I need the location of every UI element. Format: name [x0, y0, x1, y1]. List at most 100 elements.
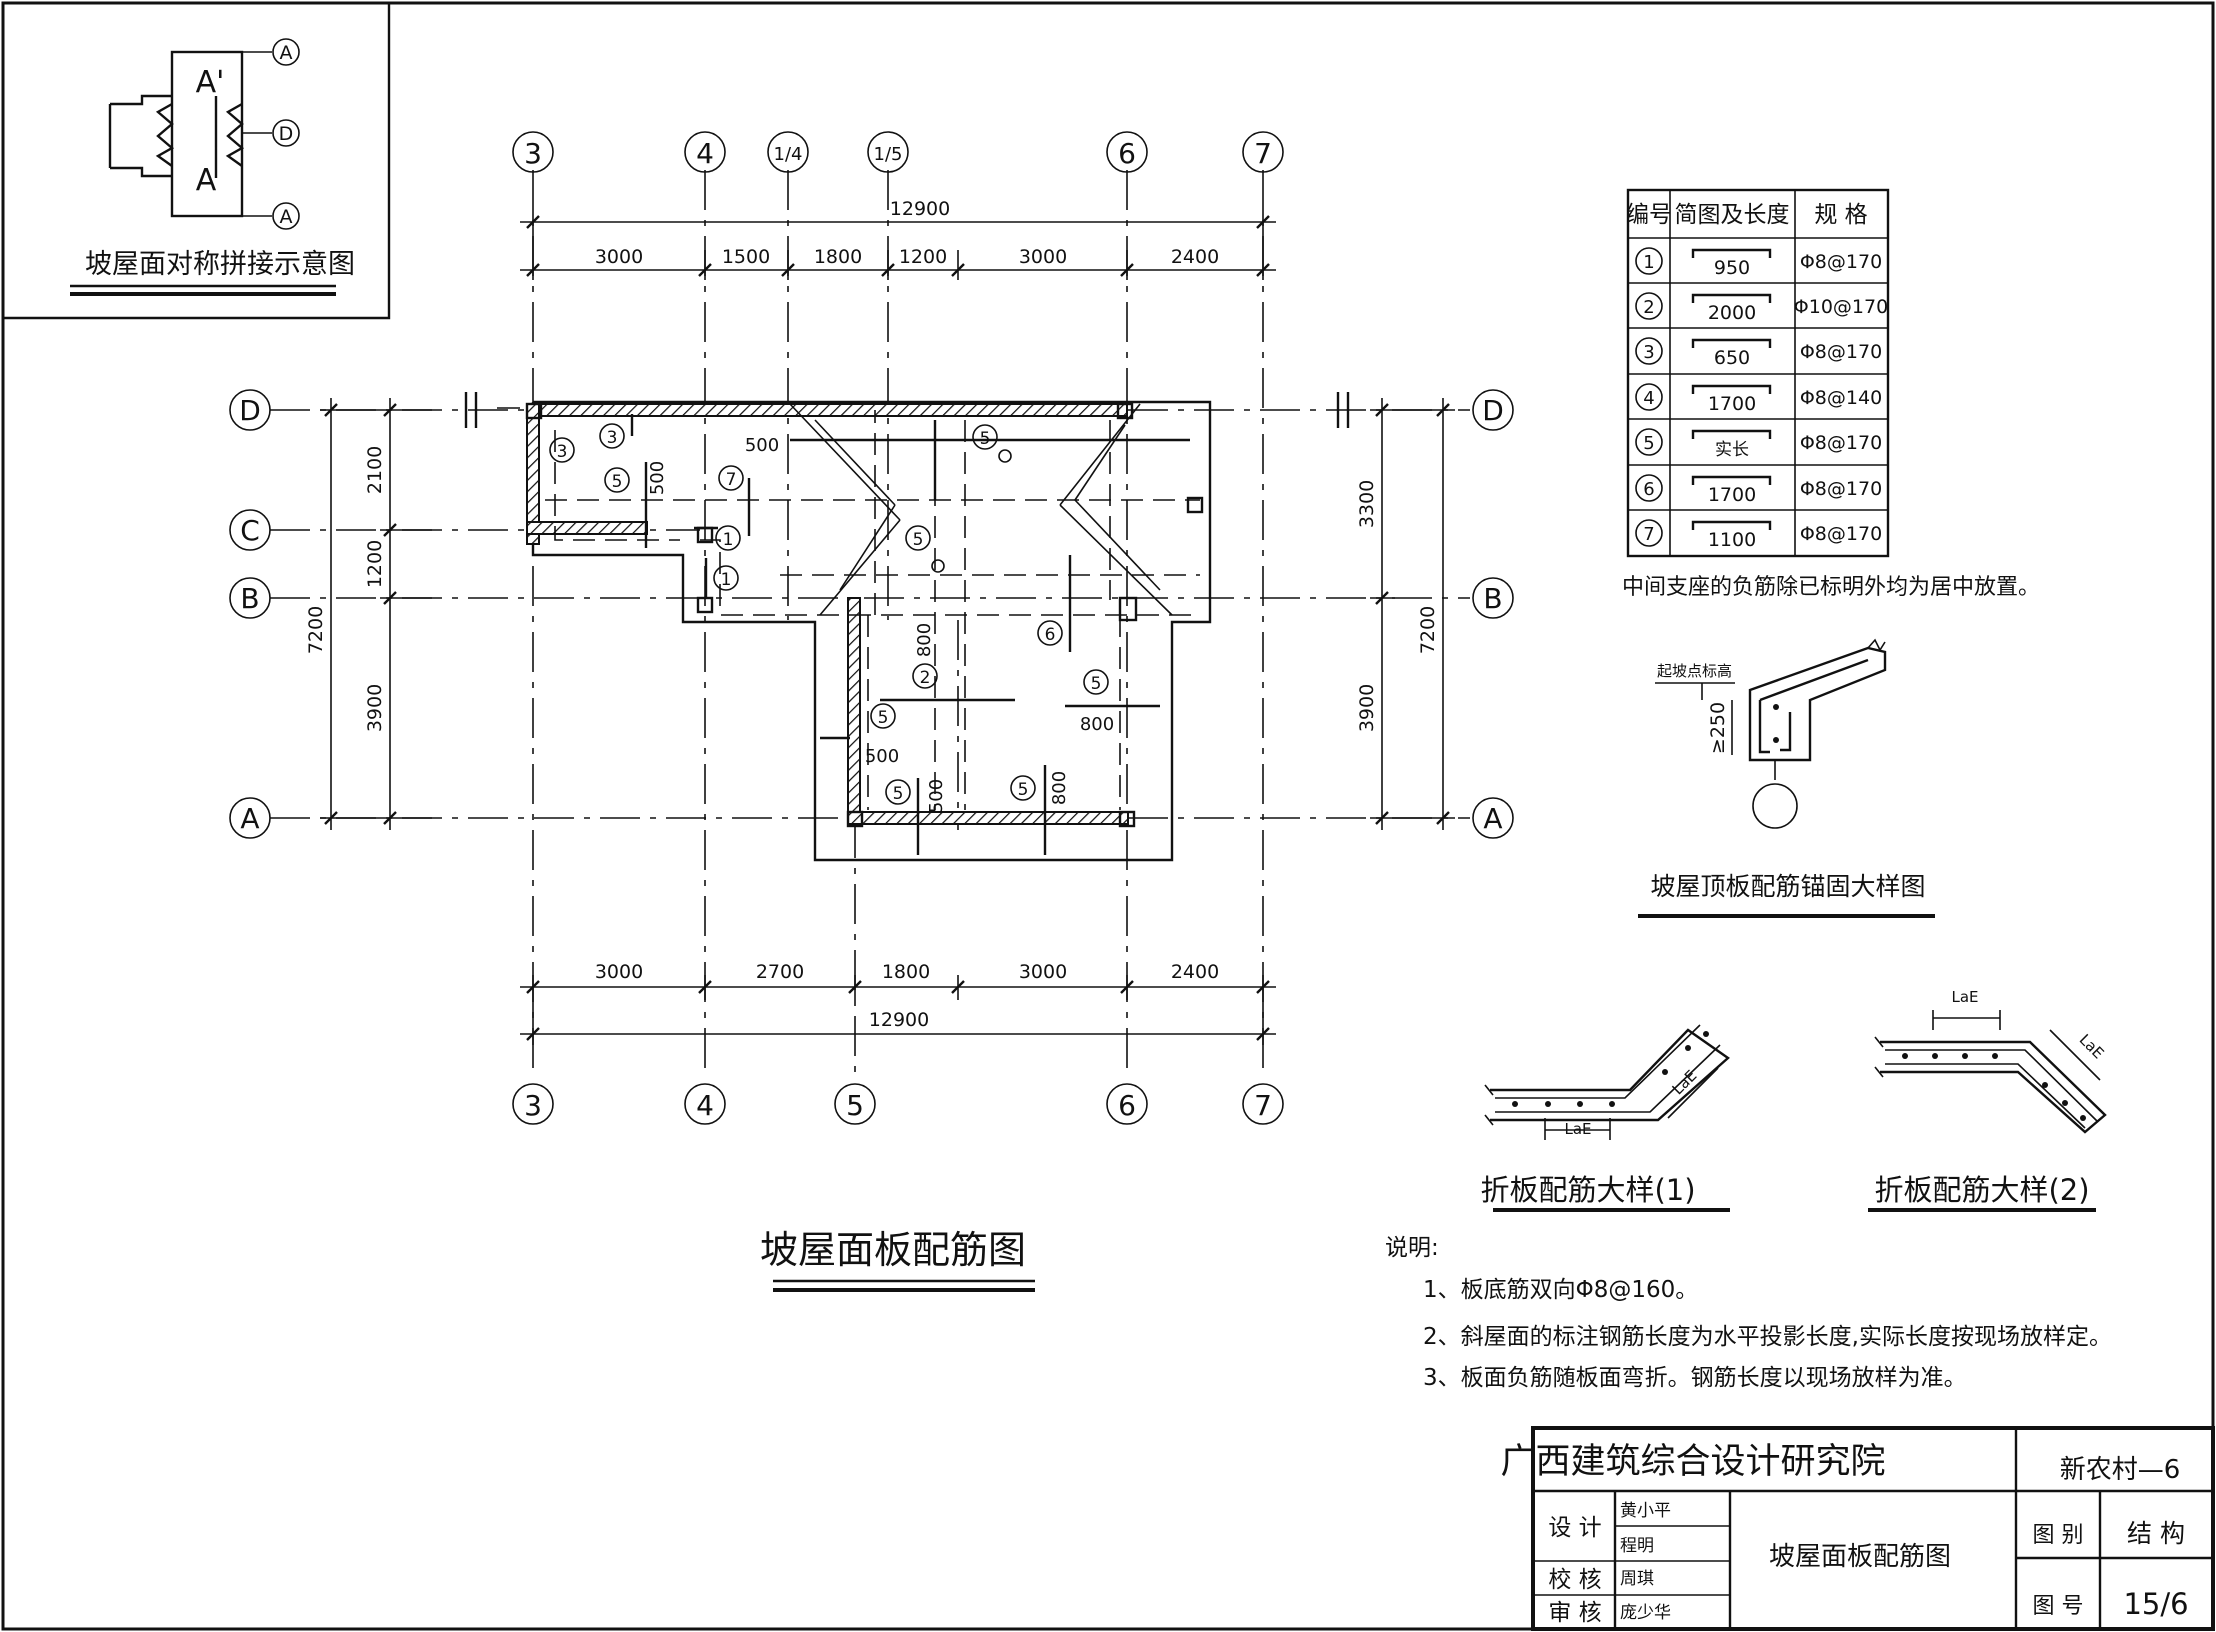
inset-zone-label: A' [196, 65, 225, 100]
note-item: 3、板面负筋随板面弯折。钢筋长度以现场放样为准。 [1423, 1365, 1967, 1391]
rebar-spec: Φ8@170 [1800, 432, 1882, 454]
role-label: 校 核 [1548, 1567, 1601, 1593]
anchor-dim: ≥250 [1707, 702, 1729, 754]
dimensions-top: 12900 3000 1500 1800 1200 3000 2400 [520, 198, 1276, 280]
axis-label: 1/4 [774, 144, 803, 165]
dim-segment: 1500 [722, 246, 770, 268]
svg-text:1: 1 [1643, 252, 1654, 273]
anchor-title: 坡屋顶板配筋锚固大样图 [1650, 872, 1925, 901]
rebar-id-label: 5 [878, 708, 889, 728]
category-value: 结 构 [2127, 1519, 2185, 1548]
inset-title: 坡屋面对称拼接示意图 [85, 249, 355, 280]
length-label: 500 [647, 461, 668, 495]
plan-length-labels: 500 500 800 800 500 500 800 [647, 435, 1114, 813]
dim-segment: 3900 [1356, 684, 1378, 732]
rebar-length: 1100 [1708, 529, 1756, 551]
dim-segment: 3000 [595, 246, 643, 268]
dim-segment: 1800 [814, 246, 862, 268]
note-item: 1、板底筋双向Φ8@160。 [1423, 1277, 1698, 1303]
grid-axes-right: D B A [1472, 389, 1514, 839]
rebar-spec: Φ8@140 [1800, 387, 1882, 409]
dim-segment: 3300 [1356, 480, 1378, 528]
axis-label: 6 [1118, 137, 1136, 170]
rebar-spec: Φ10@170 [1794, 296, 1888, 318]
note-item: 2、斜屋面的标注钢筋长度为水平投影长度,实际长度按现场放样定。 [1423, 1324, 2112, 1350]
length-label: 500 [926, 779, 947, 813]
table-row: 6 1700 Φ8@170 [1635, 474, 1882, 506]
dim-segment: 3900 [364, 684, 386, 732]
number-value: 15/6 [2123, 1587, 2188, 1621]
fold-title: 折板配筋大样(2) [1874, 1173, 2089, 1207]
svg-text:7: 7 [1643, 524, 1654, 545]
project-name: 新农村—6 [2060, 1455, 2181, 1485]
table-row: 2 2000 Φ10@170 [1635, 292, 1888, 324]
person-name: 黄小平 [1620, 1501, 1671, 1521]
dim-segment: 2700 [756, 961, 804, 983]
notes-heading: 说明: [1385, 1235, 1439, 1261]
rebar-id-label: 3 [557, 442, 568, 462]
dim-total: 12900 [869, 1009, 929, 1031]
dim-segment: 2400 [1171, 961, 1219, 983]
rebar-id-label: 5 [1091, 674, 1102, 694]
lae-label: LaE [1564, 1120, 1591, 1138]
title-block: 广西建筑综合设计研究院 新农村—6 设 计 黄小平 程明 校 核 周琪 审 核 … [1500, 1426, 2215, 1631]
svg-text:2: 2 [1643, 297, 1654, 318]
axis-label: D [1482, 394, 1504, 427]
svg-text:3: 3 [1643, 342, 1654, 363]
axis-label: 7 [1254, 137, 1272, 170]
dim-total: 12900 [890, 198, 950, 220]
rebar-length: 950 [1714, 257, 1750, 279]
table-row: 5 实长 Φ8@170 [1635, 428, 1882, 460]
dimensions-left: 7200 2100 1200 3900 [305, 398, 432, 830]
institute-name: 广西建筑综合设计研究院 [1500, 1442, 1885, 1482]
dim-total: 7200 [305, 606, 327, 654]
rebar-id-label: 5 [913, 530, 924, 550]
rebar-length: 实长 [1715, 440, 1749, 460]
axis-label: 3 [524, 1089, 542, 1122]
axis-label: B [240, 582, 259, 615]
category-label: 图 别 [2033, 1523, 2084, 1548]
axis-label: C [240, 514, 260, 547]
table-header: 编号 [1626, 202, 1672, 228]
rebar-id-label: 2 [920, 668, 931, 688]
axis-label: B [1483, 582, 1502, 615]
grid-axes-left: D C B A [229, 389, 271, 839]
rebar-id-label: 1 [723, 530, 734, 550]
person-name: 庞少华 [1620, 1603, 1671, 1623]
lae-label: LaE [1951, 988, 1978, 1006]
fold-title: 折板配筋大样(1) [1480, 1173, 1695, 1207]
axis-label: 7 [1254, 1089, 1272, 1122]
rebar-spec: Φ8@170 [1800, 478, 1882, 500]
rebar-spec: Φ8@170 [1800, 341, 1882, 363]
fold-detail-1: LaE LaE 折板配筋大样(1) [1480, 1024, 1730, 1212]
axis-label: D [239, 394, 261, 427]
axis-label: 4 [696, 1089, 714, 1122]
rebar-length: 1700 [1708, 393, 1756, 415]
length-label: 500 [745, 435, 779, 456]
rebar-id-label: 6 [1045, 625, 1056, 645]
length-label: 800 [1049, 771, 1070, 805]
rebar-id-label: 5 [612, 472, 623, 492]
length-label: 500 [865, 746, 899, 767]
inset-axis-label: D [279, 123, 294, 145]
rebar-id-label: 5 [980, 429, 991, 449]
dim-segment: 2100 [364, 446, 386, 494]
notes: 说明: 1、板底筋双向Φ8@160。 2、斜屋面的标注钢筋长度为水平投影长度,实… [1385, 1235, 2112, 1391]
inset-splice-diagram: A D A A' A 坡屋面对称拼接示意图 [3, 3, 391, 320]
inset-axis-label: A [280, 206, 293, 228]
rebar-length: 1700 [1708, 484, 1756, 506]
dim-segment: 3000 [1019, 961, 1067, 983]
dim-segment: 1200 [899, 246, 947, 268]
table-row: 1 950 Φ8@170 [1635, 247, 1882, 279]
length-label: 800 [1080, 714, 1114, 735]
anchor-detail: 起坡点标高 ≥250 坡屋顶板配筋锚固大样图 [1638, 638, 1935, 918]
rebar-id-label: 3 [607, 428, 618, 448]
table-row: 4 1700 Φ8@140 [1635, 383, 1882, 415]
drawing-name: 坡屋面板配筋图 [1769, 1542, 1951, 1572]
table-header: 规 格 [1814, 202, 1867, 228]
role-label: 审 核 [1548, 1600, 1601, 1626]
table-row: 7 1100 Φ8@170 [1635, 519, 1882, 551]
number-label: 图 号 [2033, 1594, 2084, 1619]
